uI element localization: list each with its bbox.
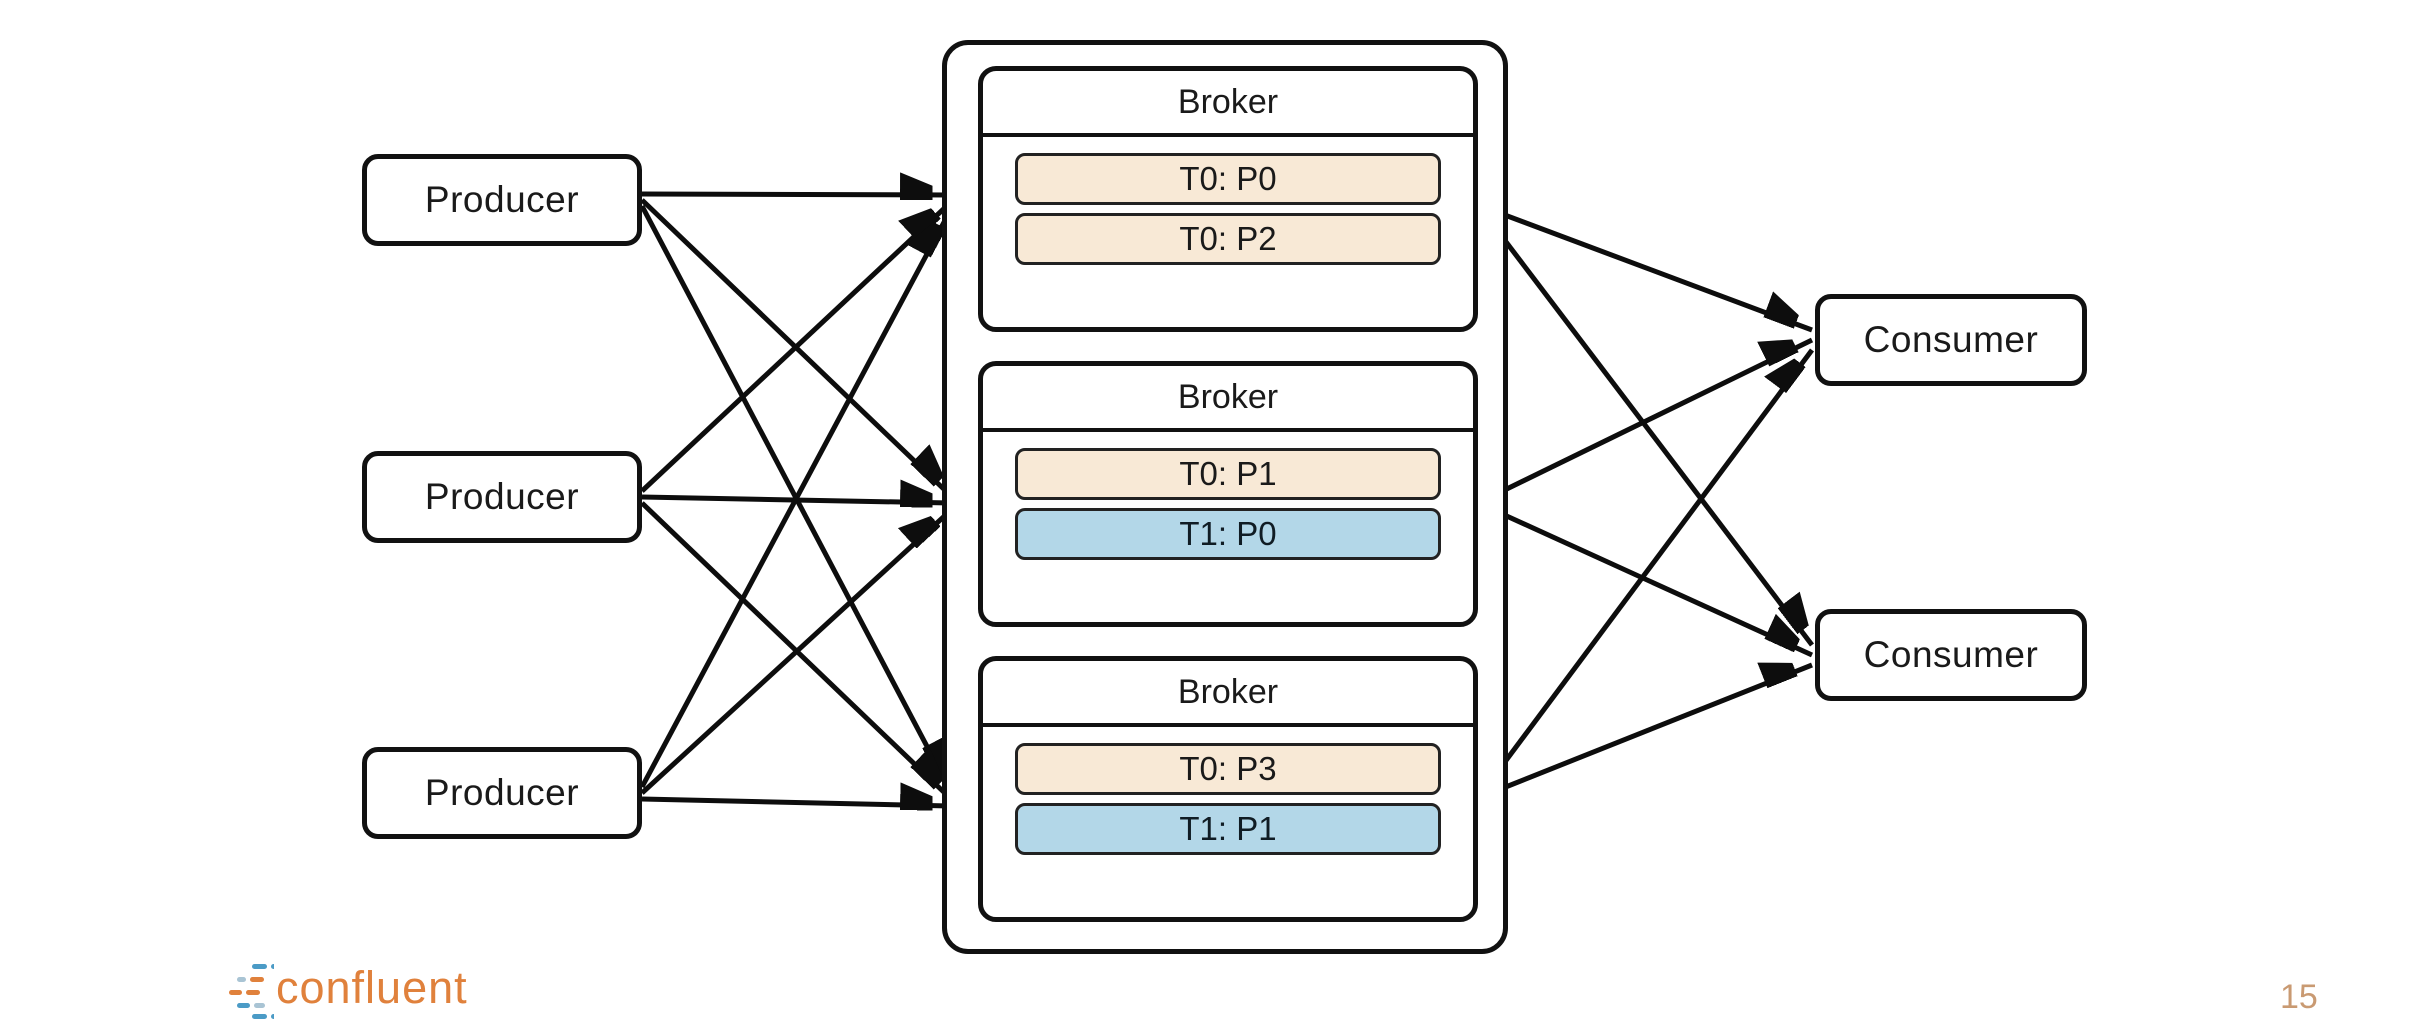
broker-box: Broker T0: P0 T0: P2 [978, 66, 1478, 332]
broker-partitions: T0: P3 T1: P1 [983, 727, 1473, 855]
broker-title: Broker [983, 661, 1473, 727]
broker-box: Broker T0: P3 T1: P1 [978, 656, 1478, 922]
confluent-dashes-icon [229, 964, 278, 1019]
partition-label: T0: P2 [1179, 220, 1277, 257]
confluent-logo: confluent [224, 956, 524, 1020]
partition-chip: T1: P0 [1015, 508, 1441, 560]
consumer-label: Consumer [1863, 319, 2039, 360]
partition-label: T1: P0 [1179, 515, 1277, 552]
broker-partitions: T0: P0 T0: P2 [983, 137, 1473, 265]
producer-label: Producer [424, 179, 580, 220]
partition-label: T0: P0 [1179, 160, 1277, 197]
partition-chip: T0: P3 [1015, 743, 1441, 795]
consumer-box: Consumer [1815, 294, 2087, 386]
partition-label: T0: P1 [1179, 455, 1277, 492]
producer-box: Producer [362, 747, 642, 839]
page-number: 15 [2280, 978, 2318, 1016]
partition-label: T0: P3 [1179, 750, 1277, 787]
confluent-logo-text: confluent [276, 962, 468, 1013]
producer-box: Producer [362, 451, 642, 543]
broker-title: Broker [983, 71, 1473, 137]
broker-title: Broker [983, 366, 1473, 432]
consumer-box: Consumer [1815, 609, 2087, 701]
producer-box: Producer [362, 154, 642, 246]
partition-chip: T0: P1 [1015, 448, 1441, 500]
partition-chip: T1: P1 [1015, 803, 1441, 855]
partition-label: T1: P1 [1179, 810, 1277, 847]
broker-box: Broker T0: P1 T1: P0 [978, 361, 1478, 627]
broker-partitions: T0: P1 T1: P0 [983, 432, 1473, 560]
partition-chip: T0: P2 [1015, 213, 1441, 265]
consumer-label: Consumer [1863, 634, 2039, 675]
partition-chip: T0: P0 [1015, 153, 1441, 205]
producer-label: Producer [424, 772, 580, 813]
producer-label: Producer [424, 476, 580, 517]
